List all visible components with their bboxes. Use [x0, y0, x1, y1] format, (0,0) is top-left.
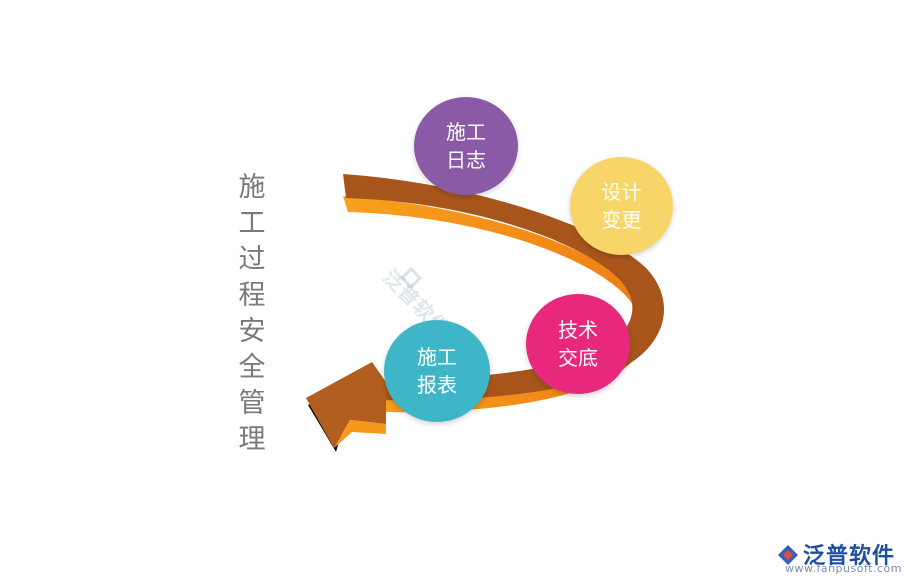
title-char: 理	[238, 424, 266, 455]
title-char: 工	[238, 208, 266, 239]
step-label-line2: 交底	[558, 346, 598, 370]
step-construction-log: 施工 日志	[414, 97, 518, 195]
arrow-head-top	[306, 362, 386, 448]
step-label-line2: 日志	[446, 148, 486, 172]
step-label-line1: 技术	[558, 318, 598, 342]
title-char: 过	[238, 244, 266, 275]
step-label-line1: 施工	[446, 120, 486, 144]
arrow-head-under	[334, 420, 386, 448]
step-construction-report: 施工 报表	[384, 320, 490, 422]
watermark-logo-icon	[399, 266, 423, 290]
title-char: 全	[238, 352, 266, 383]
title-char: 安	[238, 316, 266, 347]
title-char: 程	[238, 280, 266, 311]
title-char: 施	[238, 172, 266, 203]
step-label-line2: 报表	[417, 373, 457, 397]
brand-name: 泛普软件	[803, 544, 896, 569]
title-char: 管	[238, 388, 266, 419]
brand-logo: 泛普软件 www.fanpusoft.com	[775, 538, 902, 578]
arrow-side-face	[343, 196, 650, 413]
step-label-line1: 施工	[417, 345, 457, 369]
step-design-change: 设计 变更	[570, 157, 673, 255]
brand-mark-icon	[778, 545, 798, 565]
brand-url: www.fanpusoft.com	[785, 562, 902, 575]
step-label-line2: 变更	[601, 208, 642, 232]
step-technical-briefing: 技术 交底	[526, 294, 630, 394]
vertical-title: 施工过程安全管理	[232, 170, 272, 458]
step-label-line1: 设计	[601, 180, 642, 204]
